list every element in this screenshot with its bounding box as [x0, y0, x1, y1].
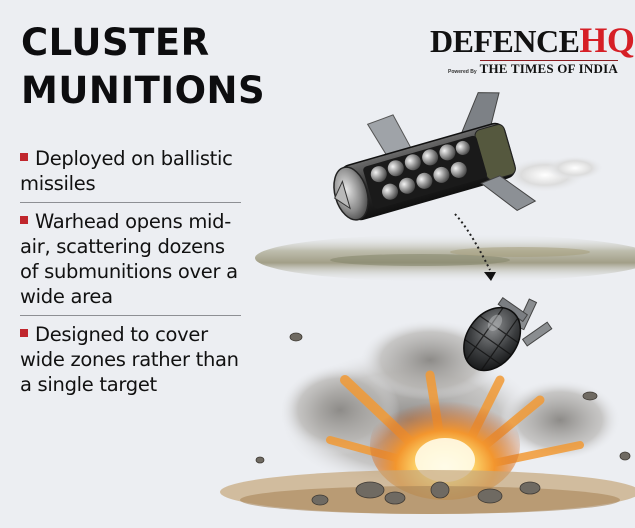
logo-powered-by: Powered By THE TIMES OF INDIA [448, 60, 618, 77]
submunition-bomblet-icon [463, 297, 553, 372]
dotted-arrow-icon [454, 213, 496, 281]
bullet-list: Deployed on ballistic missiles Warhead o… [20, 146, 241, 403]
powered-by-label: Powered By [448, 69, 477, 75]
square-bullet-icon [20, 216, 28, 224]
title-line-2: MUNITIONS [21, 69, 266, 112]
bullet-text: Deployed on ballistic missiles [20, 147, 233, 195]
ground-explosion-icon [220, 320, 635, 514]
landscape [255, 234, 635, 282]
bullet-text: Designed to cover wide zones rather than… [20, 323, 239, 396]
square-bullet-icon [20, 329, 28, 337]
exhaust-smoke [505, 156, 603, 192]
title-line-1: CLUSTER [21, 21, 210, 64]
bullet-item: Deployed on ballistic missiles [20, 146, 240, 202]
logo-brand-main: DEFENCE [430, 23, 580, 59]
bullet-text: Warhead opens mid-air, scattering dozens… [20, 210, 238, 308]
logo-wordmark: DEFENCEHQ [430, 20, 635, 60]
bullet-item: Warhead opens mid-air, scattering dozens… [20, 209, 240, 315]
defencehq-logo: DEFENCEHQ Powered By THE TIMES OF INDIA [430, 20, 635, 78]
divider [20, 202, 241, 203]
partner-name: THE TIMES OF INDIA [479, 60, 618, 76]
divider [20, 315, 241, 316]
square-bullet-icon [20, 153, 28, 161]
ballistic-missile-cutaway-icon [333, 92, 537, 221]
bullet-item: Designed to cover wide zones rather than… [20, 322, 240, 403]
page-title: CLUSTER MUNITIONS [21, 19, 265, 115]
logo-brand-accent: HQ [579, 20, 635, 60]
